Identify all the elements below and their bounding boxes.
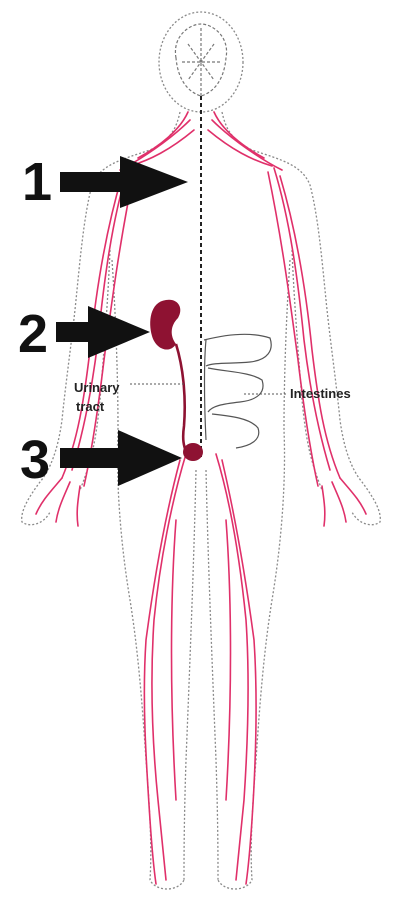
leader-lines — [130, 384, 288, 394]
arrow-2 — [56, 306, 150, 358]
marker-2: 2 — [18, 304, 48, 364]
arrow-3 — [60, 430, 182, 486]
nerve-network — [36, 112, 366, 884]
kidney — [150, 300, 180, 350]
marker-3: 3 — [20, 430, 50, 490]
skull-outline — [175, 24, 226, 96]
intestines-outline — [204, 334, 271, 448]
bladder — [183, 443, 203, 461]
marker-1: 1 — [22, 152, 52, 212]
arrow-1 — [60, 156, 188, 208]
label-intestines: Intestines — [290, 386, 351, 401]
label-urinary-tract-line1: Urinary — [74, 380, 120, 395]
label-urinary-tract-line2: tract — [76, 399, 105, 414]
urinary-organs — [150, 300, 203, 461]
ureter — [176, 344, 186, 452]
